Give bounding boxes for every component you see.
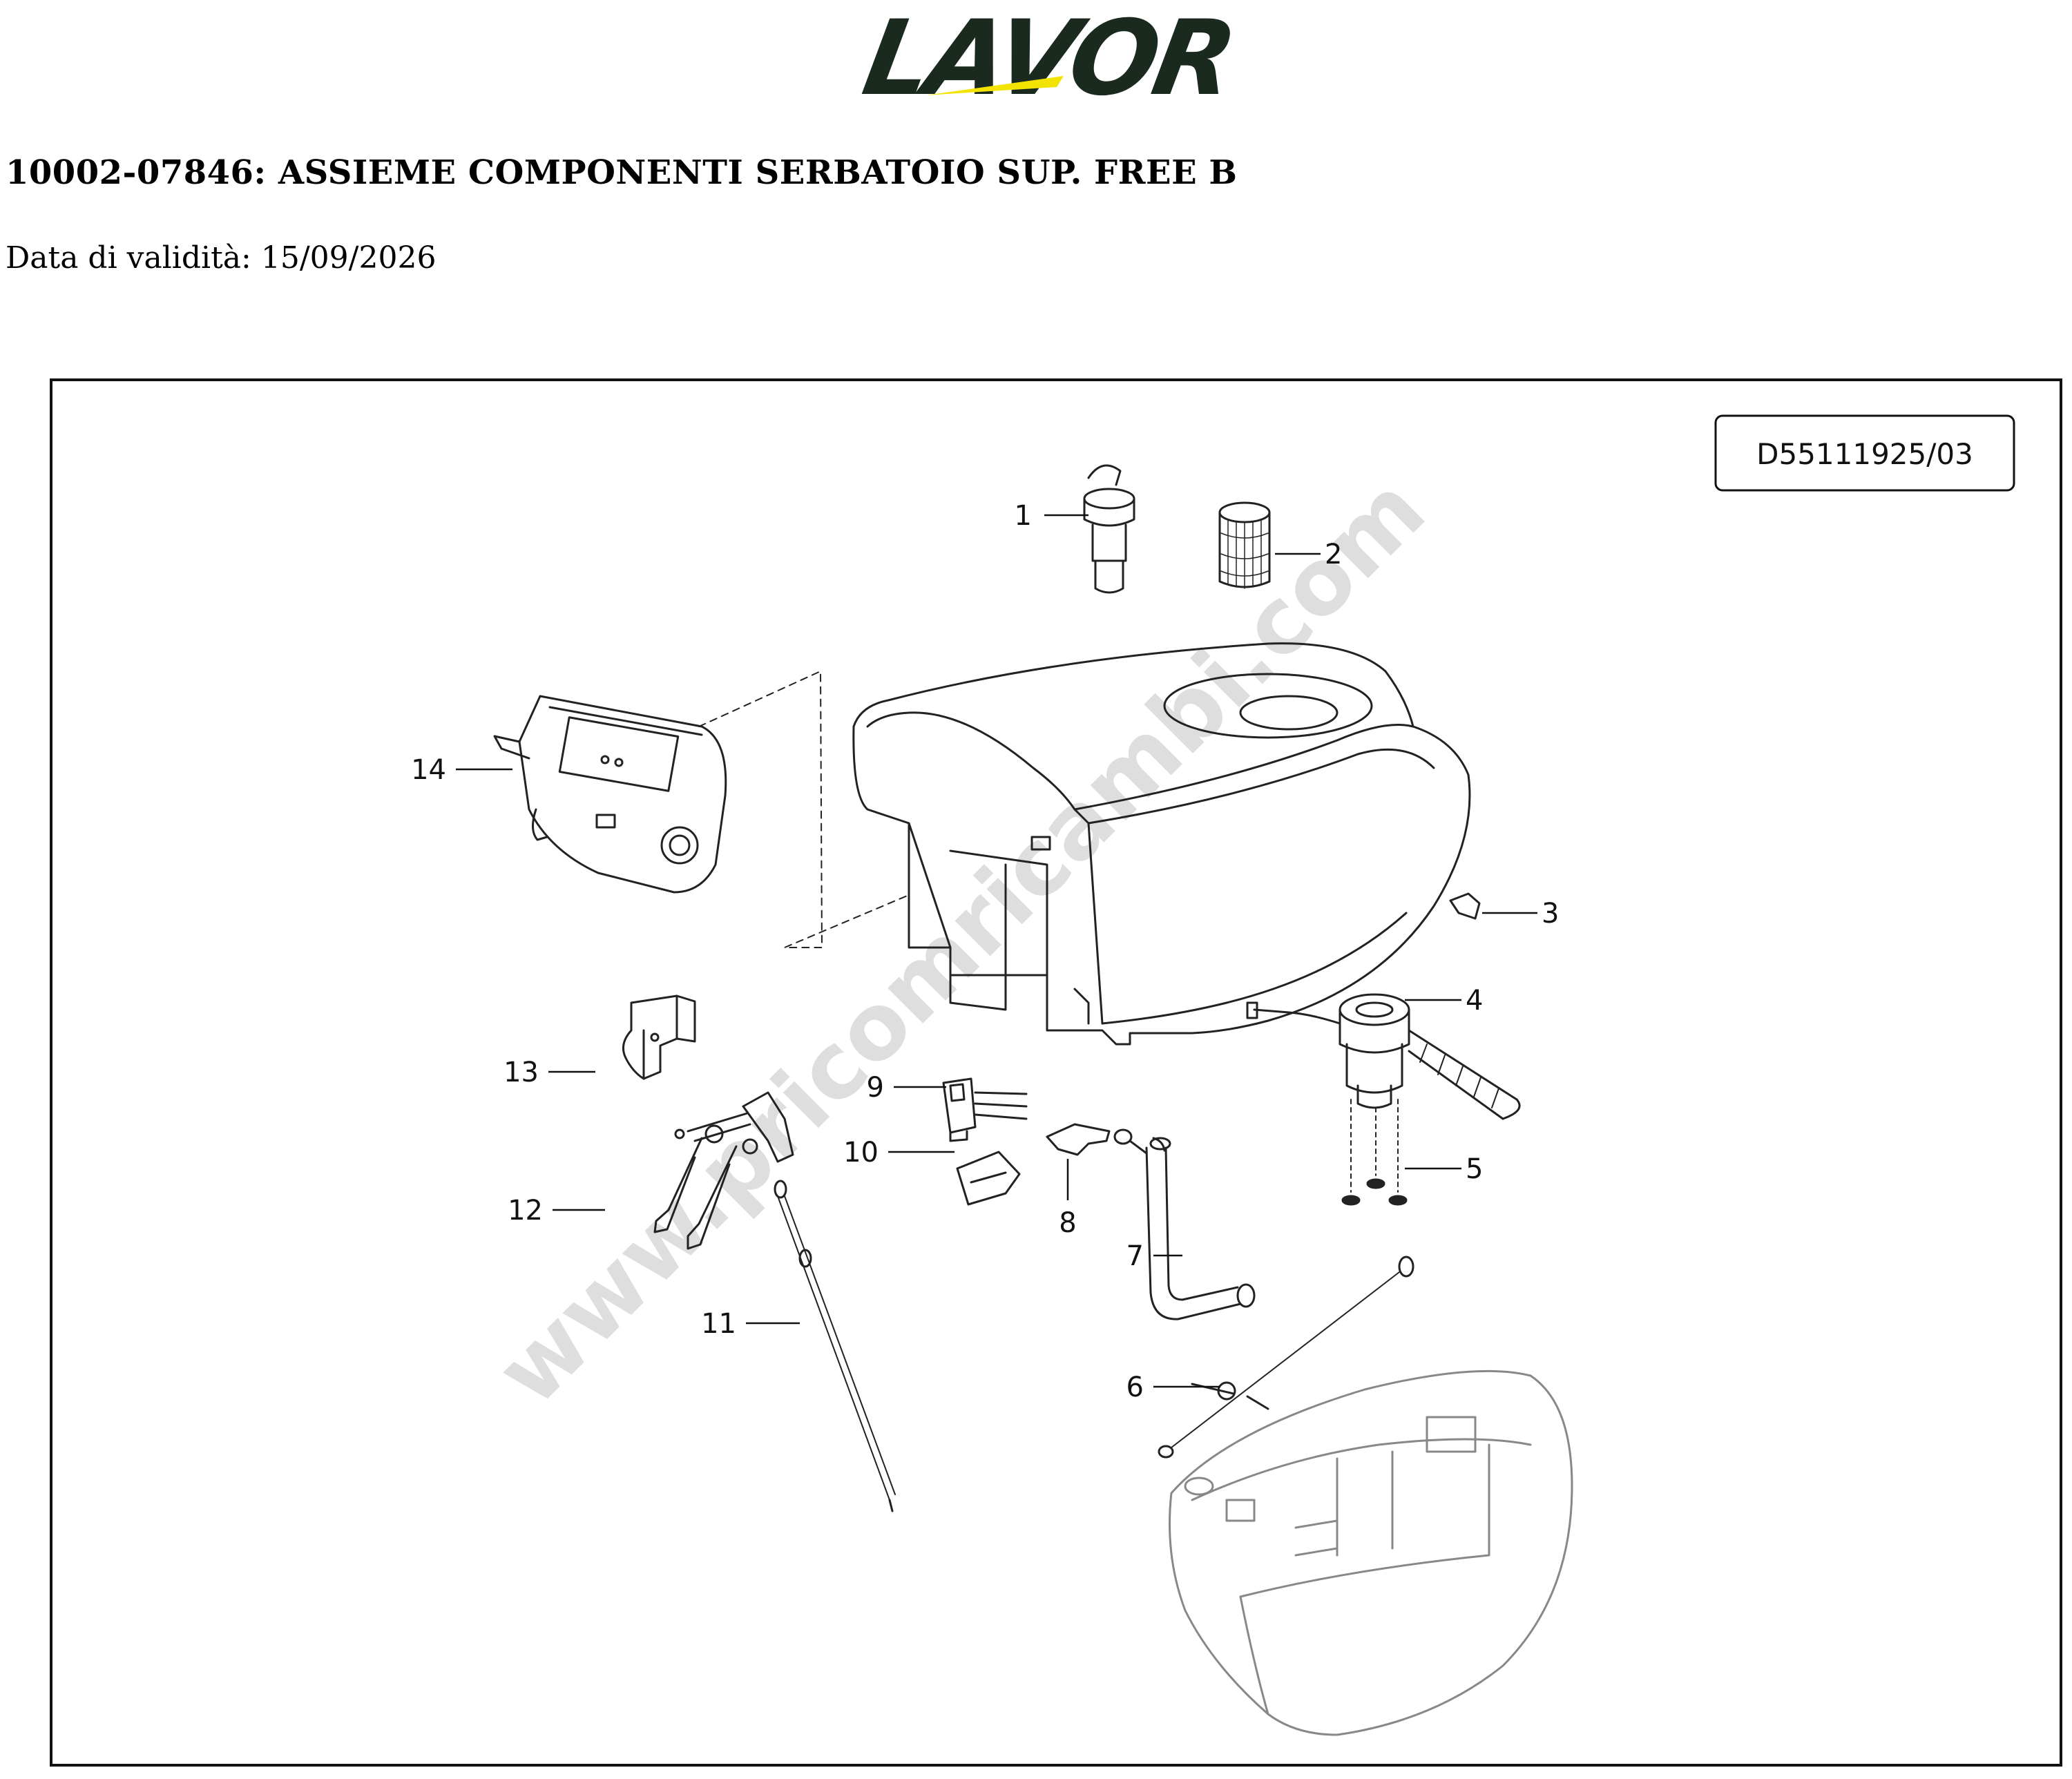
callout-8: 8 (1059, 1207, 1076, 1239)
callout-9: 9 (867, 1072, 884, 1104)
callout-6: 6 (1126, 1372, 1144, 1403)
part-1-cap-drawing (1083, 464, 1135, 594)
diagram-drawing: www.pricomricambi.com D55111925/03 (411, 414, 2015, 1736)
callout-4: 4 (1466, 985, 1483, 1017)
upper-tank-drawing (852, 642, 1471, 1046)
part-3-clip-drawing (1449, 892, 1481, 920)
part-14-panel-drawing (493, 695, 727, 894)
callout-13: 13 (503, 1057, 539, 1088)
callout-5: 5 (1466, 1153, 1483, 1185)
callout-12: 12 (508, 1195, 543, 1227)
callout-1: 1 (1015, 500, 1032, 532)
drawing-code: D55111925/03 (1756, 437, 1973, 471)
part-7-tube-drawing (1113, 1128, 1256, 1320)
callout-7: 7 (1126, 1240, 1144, 1272)
part-2-filter-drawing (1218, 501, 1271, 589)
exploded-parts-diagram: www.pricomricambi.com D55111925/03 (50, 378, 2062, 1767)
watermark: www.pricomricambi.com (477, 456, 1446, 1425)
part-9-switch-drawing (942, 1077, 1028, 1142)
part-5-washers-drawing (1341, 1099, 1408, 1206)
callout-10: 10 (843, 1137, 879, 1169)
callout-14: 14 (411, 754, 446, 786)
logo-swoosh-accent (925, 76, 1064, 95)
page-title: 10002-07846: ASSIEME COMPONENTI SERBATOI… (6, 153, 1238, 192)
callout-11: 11 (701, 1308, 736, 1340)
part-8-clip-drawing (1046, 1123, 1111, 1156)
part-14-dashed-guide (698, 671, 910, 948)
lavor-logo-graphic: LAVOR (855, 10, 1241, 106)
callout-2: 2 (1325, 539, 1342, 570)
part-13-bracket-drawing (622, 994, 696, 1080)
part-10-bracket-drawing (956, 1151, 1021, 1206)
part-4-motor-drawing (1246, 993, 1521, 1120)
part-6-cable-drawing (1158, 1256, 1414, 1459)
lower-tank-drawing (1169, 1369, 1573, 1736)
logo-wordmark: LAVOR (855, 10, 1241, 106)
callout-3: 3 (1542, 898, 1559, 930)
validity-date: Data di validità: 15/09/2026 (6, 240, 437, 276)
drawing-code-box: D55111925/03 (1714, 414, 2015, 492)
part-12-lever-drawing (653, 1091, 794, 1250)
part-11-rod-drawing (774, 1180, 896, 1512)
brand-logo: LAVOR (843, 10, 1243, 106)
